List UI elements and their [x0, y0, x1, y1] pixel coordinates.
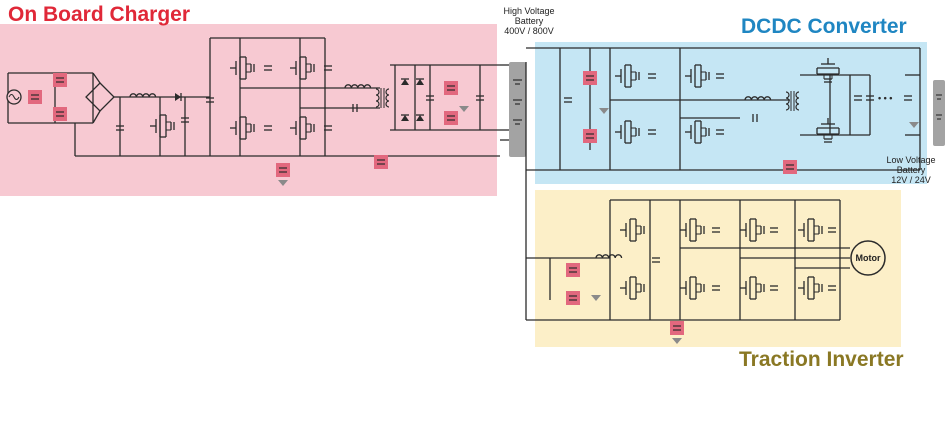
obc-output-capacitor-top	[443, 80, 459, 96]
dcdc-output-ellipsis: • • •	[878, 93, 892, 103]
dcdc-y-capacitor	[782, 159, 798, 175]
inverter-ground-capacitor	[669, 320, 685, 336]
hv-battery-label-line3: 400V / 800V	[504, 26, 554, 36]
obc-output-capacitor-bottom	[443, 110, 459, 126]
lv-battery-label: Low Voltage Battery 12V / 24V	[878, 155, 944, 185]
obc-ground-capacitor	[275, 162, 291, 178]
traction-inverter-circuit	[526, 199, 850, 321]
on-board-charger-block	[0, 24, 497, 196]
obc-emi-capacitor-bottom	[52, 106, 68, 122]
on-board-charger-title: On Board Charger	[8, 3, 191, 26]
dcdc-converter-circuit	[525, 47, 921, 320]
obc-input-capacitor	[27, 89, 43, 105]
hv-battery-label-line1: High Voltage	[503, 6, 555, 16]
traction-inverter-title: Traction Inverter	[739, 348, 904, 371]
hv-battery-icon	[509, 62, 526, 157]
hv-battery-label: High Voltage Battery 400V / 800V	[493, 6, 565, 36]
lv-battery-label-line1: Low Voltage	[886, 155, 936, 165]
inverter-dc-link-capacitor-top	[565, 262, 581, 278]
dcdc-input-capacitor-top	[582, 70, 598, 86]
inverter-dc-link-capacitor-bottom	[565, 290, 581, 306]
motor-icon: Motor	[850, 240, 886, 276]
hv-battery-label-line2: Battery	[514, 16, 544, 26]
lv-battery-icon	[933, 80, 945, 146]
dcdc-converter-block	[535, 42, 927, 184]
dcdc-input-capacitor-bottom	[582, 128, 598, 144]
lv-battery-label-line2: Battery	[896, 165, 926, 175]
lv-battery-label-line3: 12V / 24V	[891, 175, 931, 185]
obc-emi-capacitor-top	[52, 72, 68, 88]
obc-y-capacitor	[373, 154, 389, 170]
on-board-charger-circuit	[7, 37, 515, 157]
motor-label: Motor	[856, 253, 881, 263]
dcdc-converter-title: DCDC Converter	[741, 15, 907, 38]
